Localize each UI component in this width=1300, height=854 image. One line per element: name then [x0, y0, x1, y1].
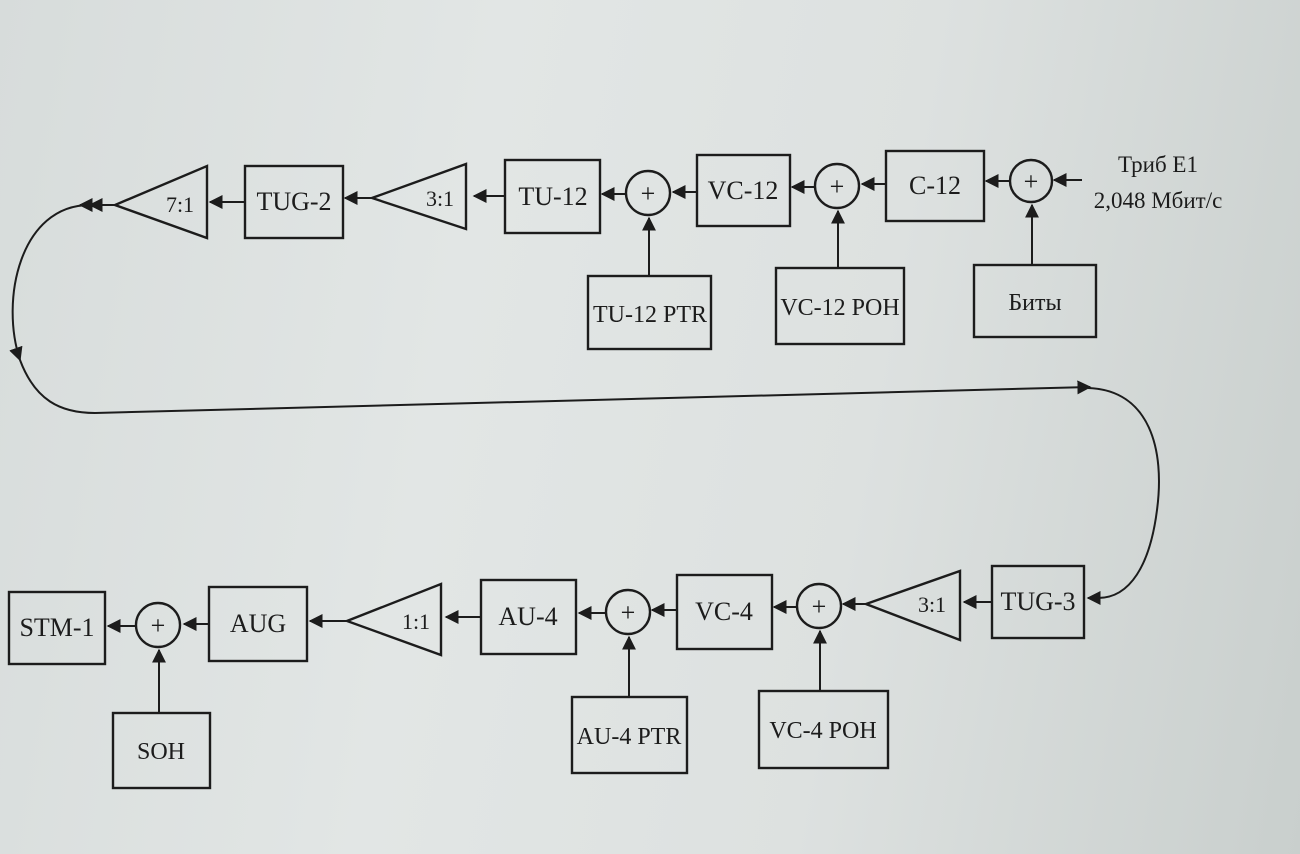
mux-3-1-bottom: 3:1 [862, 569, 962, 642]
mux-7-1: 7:1 [111, 164, 209, 240]
svg-text:STM-1: STM-1 [19, 613, 94, 642]
svg-text:Биты: Биты [1008, 290, 1061, 316]
input-label-tributary: Триб E1 [1118, 152, 1198, 177]
adder-au4-ptr: + [604, 588, 652, 636]
adder-vc4-poh: + [795, 582, 843, 630]
svg-text:+: + [641, 179, 656, 208]
tug3-box: TUG-3 [990, 564, 1086, 640]
svg-text:C-12: C-12 [909, 171, 961, 200]
svg-text:VC-4: VC-4 [695, 597, 753, 626]
svg-text:AU-4: AU-4 [498, 602, 557, 631]
connector-horizontal-line [94, 380, 1092, 414]
svg-text:+: + [151, 611, 166, 640]
svg-text:VC-4 POH: VC-4 POH [769, 718, 876, 744]
svg-text:VC-12 POH: VC-12 POH [780, 295, 899, 321]
au4-box: AU-4 [479, 578, 578, 656]
vc4-poh-box: VC-4 POH [757, 689, 890, 770]
tu12-box: TU-12 [503, 158, 602, 235]
tu12-ptr-box: TU-12 PTR [586, 274, 713, 351]
soh-box: SOH [111, 711, 212, 790]
svg-text:7:1: 7:1 [166, 192, 194, 217]
vc4-box: VC-4 [675, 573, 774, 651]
mux-3-1-top: 3:1 [368, 162, 468, 231]
svg-text:TU-12 PTR: TU-12 PTR [593, 302, 707, 328]
svg-text:TU-12: TU-12 [518, 182, 587, 211]
adder-bits: + [1008, 158, 1054, 204]
vc12-box: VC-12 [695, 153, 792, 228]
mux-1-1: 1:1 [343, 582, 443, 657]
adder-vc12-poh: + [813, 162, 861, 210]
svg-text:+: + [830, 172, 845, 201]
svg-text:3:1: 3:1 [426, 186, 454, 211]
bits-box: Биты [972, 263, 1098, 339]
aug-box: AUG [207, 585, 309, 663]
input-label-rate: 2,048 Мбит/с [1094, 188, 1223, 213]
vc12-poh-box: VC-12 POH [774, 266, 906, 346]
svg-text:AU-4 PTR: AU-4 PTR [577, 724, 682, 750]
svg-text:TUG-2: TUG-2 [256, 187, 331, 216]
au4-ptr-box: AU-4 PTR [570, 695, 689, 775]
svg-text:+: + [621, 598, 636, 627]
svg-text:AUG: AUG [230, 609, 286, 638]
adder-tu12-ptr: + [624, 169, 672, 217]
c12-box: C-12 [884, 149, 986, 223]
stm1-box: STM-1 [7, 590, 107, 666]
connector-left-curve [9, 197, 115, 414]
adder-soh: + [134, 601, 182, 649]
svg-text:+: + [812, 592, 827, 621]
svg-text:1:1: 1:1 [402, 609, 430, 634]
svg-text:3:1: 3:1 [918, 592, 946, 617]
svg-text:TUG-3: TUG-3 [1000, 587, 1075, 616]
svg-text:SOH: SOH [137, 739, 185, 765]
svg-text:VC-12: VC-12 [708, 176, 779, 205]
tug2-box: TUG-2 [243, 164, 345, 240]
connector-right-curve [1087, 387, 1160, 599]
svg-text:+: + [1024, 167, 1039, 196]
